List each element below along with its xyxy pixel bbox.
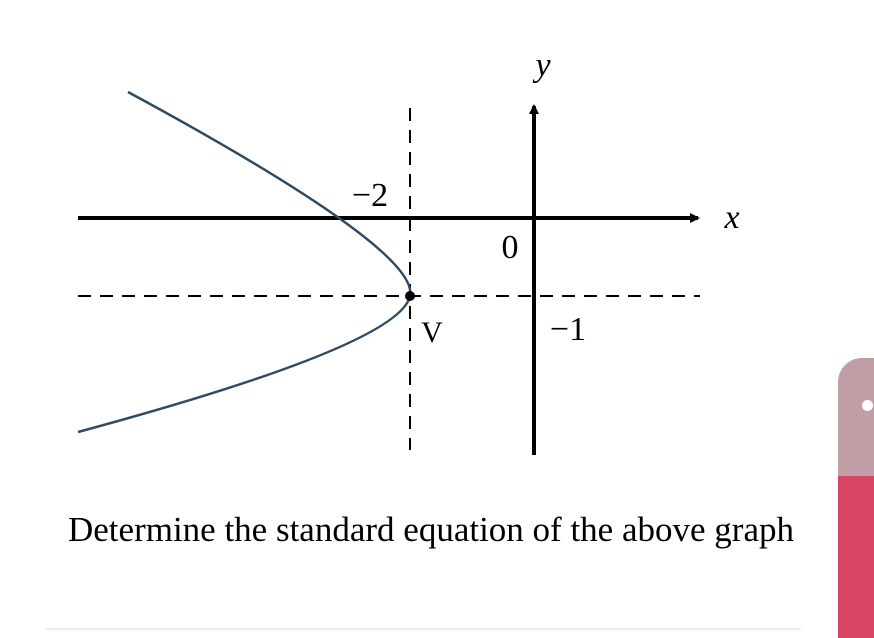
vertex-label: V: [421, 316, 443, 349]
parabola-graph: y x 0 −2 −1 V: [77, 47, 740, 455]
parabola-curve: [77, 90, 412, 434]
question-text: Determine the standard equation of the a…: [68, 510, 794, 549]
origin-label: 0: [502, 229, 519, 266]
horizontal-line-label: −1: [550, 311, 586, 348]
x-axis-label: x: [723, 199, 739, 236]
side-feedback-tab[interactable]: [838, 358, 874, 638]
y-axis-label: y: [532, 47, 551, 84]
divider-line: [46, 628, 801, 630]
vertical-line-label: −2: [352, 177, 388, 214]
vertex-point: [405, 291, 415, 301]
side-tab-top[interactable]: [838, 358, 874, 476]
dot-icon: [862, 400, 873, 411]
side-tab-bottom[interactable]: [838, 476, 874, 638]
